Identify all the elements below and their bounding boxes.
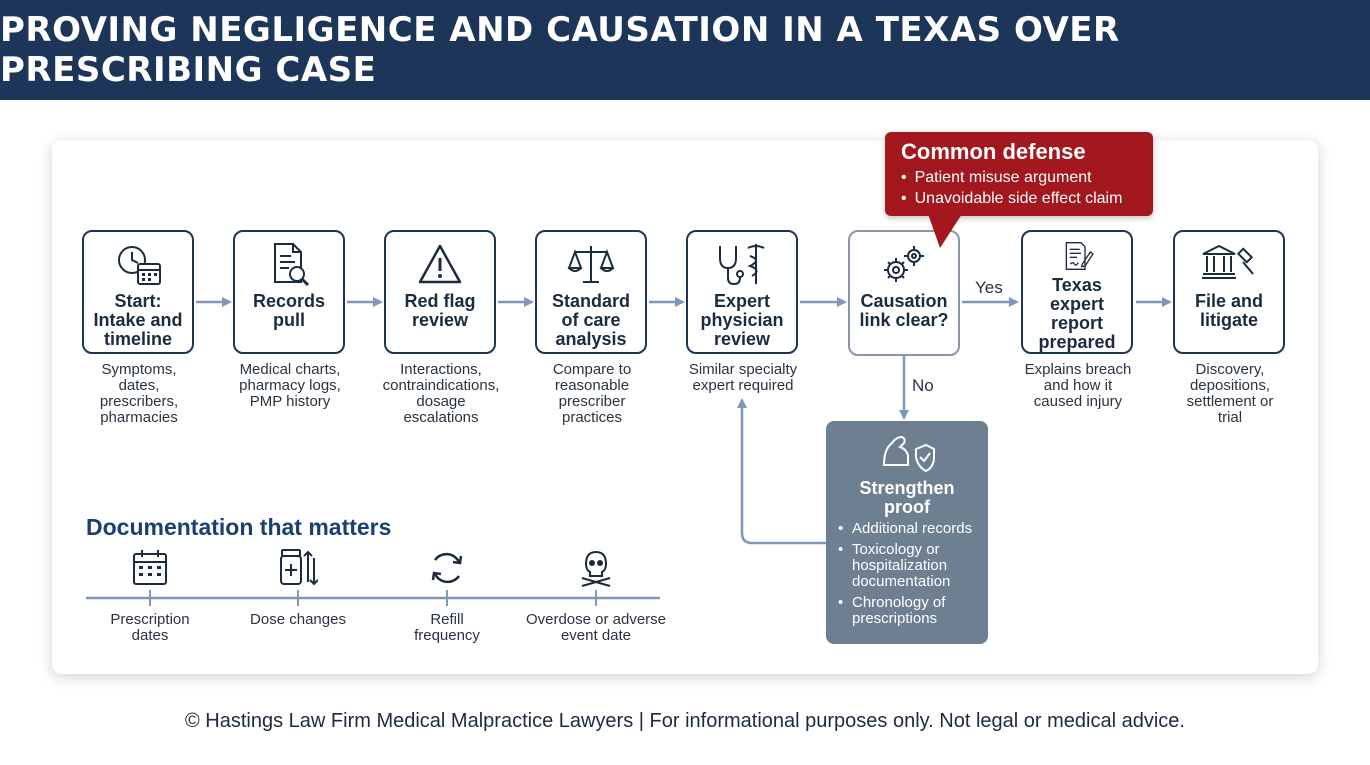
header-banner: PROVING NEGLIGENCE AND CAUSATION IN A TE… [0,0,1370,100]
arrow-loop-back [737,398,826,545]
branch-yes-label: Yes [975,278,1003,297]
scales-icon [567,246,615,283]
pill-bottle-arrows-icon [280,549,318,586]
strengthen-item: Toxicology orhospitalizationdocumentatio… [838,542,986,590]
page-title: PROVING NEGLIGENCE AND CAUSATION IN A TE… [0,10,1120,90]
clock-calendar-icon [118,246,161,285]
skull-crossbones-icon [581,550,611,587]
warning-triangle-icon [418,244,462,284]
defense-title: Common defense [901,139,1086,164]
step-desc-intake: Symptoms,dates,prescribers,pharmacies [99,361,179,426]
doc-label-dose-changes: Dose changes [250,611,346,628]
arm-shield-icon [882,435,935,473]
stethoscope-caduceus-icon [719,244,765,286]
refresh-icon [431,552,463,584]
common-defense-callout: Common defense Patient misuse argument U… [885,132,1153,216]
diagram-card [52,140,1318,674]
defense-item: Unavoidable side effect claim [901,188,1137,209]
calendar-icon [133,550,167,585]
documentation-title: Documentation that matters [86,514,392,540]
gears-icon [884,246,924,282]
footer-disclaimer: © Hastings Law Firm Medical Malpractice … [185,710,1185,732]
step-desc-records: Medical charts,pharmacy logs,PMP history [239,361,341,410]
defense-item: Patient misuse argument [901,167,1137,188]
branch-no-label: No [912,376,934,395]
strengthen-item: Additional records [838,521,986,538]
courthouse-gavel-icon [1202,244,1254,279]
document-search-icon [274,243,310,287]
report-pen-icon [1065,242,1094,270]
